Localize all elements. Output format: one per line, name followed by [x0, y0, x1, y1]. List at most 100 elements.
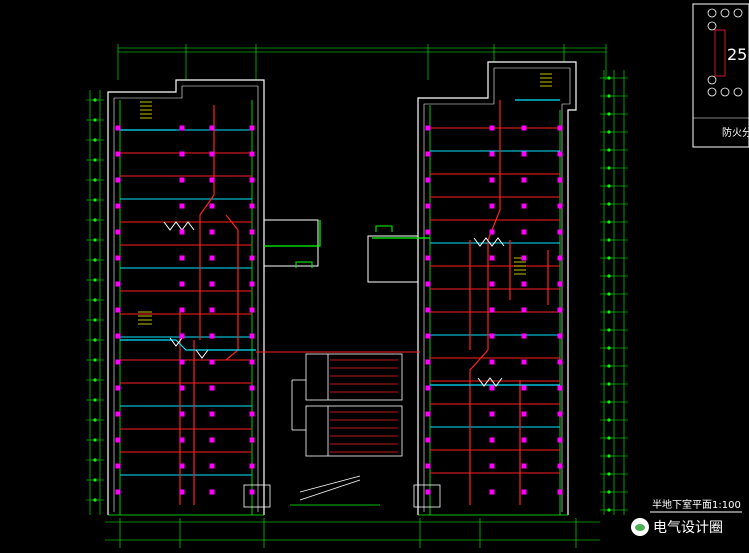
axis-node — [607, 274, 611, 278]
schedule-table-rows — [330, 359, 398, 453]
device-marker — [209, 489, 215, 495]
device-marker — [249, 463, 255, 469]
device-marker — [425, 437, 431, 443]
device-marker — [249, 203, 255, 209]
side-panel-label: 防火分 — [722, 126, 749, 139]
right-axis-ticks — [600, 76, 628, 512]
device-marker — [557, 307, 563, 313]
device-marker — [179, 203, 185, 209]
device-marker — [179, 255, 185, 261]
axis-node — [607, 256, 611, 260]
axis-node — [93, 398, 97, 402]
axis-node — [93, 458, 97, 462]
axis-node — [93, 358, 97, 362]
device-marker — [115, 359, 121, 365]
axis-node — [93, 178, 97, 182]
axis-node — [607, 148, 611, 152]
device-marker — [179, 463, 185, 469]
device-marker — [489, 281, 495, 287]
axis-node — [93, 418, 97, 422]
device-marker — [249, 437, 255, 443]
svg-text:25: 25 — [727, 45, 747, 64]
axis-node — [607, 166, 611, 170]
device-marker — [557, 151, 563, 157]
device-marker — [489, 151, 495, 157]
axis-node — [607, 400, 611, 404]
device-marker — [425, 333, 431, 339]
stair-symbols — [138, 73, 552, 325]
device-marker — [209, 281, 215, 287]
axis-node — [93, 98, 97, 102]
connecting-corridor — [256, 219, 430, 353]
axis-node — [607, 94, 611, 98]
device-marker — [249, 359, 255, 365]
axis-node — [607, 364, 611, 368]
left-building-outline — [107, 79, 265, 515]
device-marker — [115, 411, 121, 417]
drawing-title-text: 半地下室平面1:100 — [652, 498, 741, 511]
device-marker — [209, 359, 215, 365]
device-markers — [115, 125, 563, 495]
device-marker — [557, 255, 563, 261]
right-dimension-chain — [603, 70, 625, 515]
axis-node — [607, 346, 611, 350]
axis-node — [93, 338, 97, 342]
device-marker — [179, 437, 185, 443]
axis-node — [93, 118, 97, 122]
device-marker — [249, 411, 255, 417]
device-marker — [115, 229, 121, 235]
axis-node — [93, 158, 97, 162]
top-dimension-chain — [117, 44, 607, 80]
device-marker — [249, 489, 255, 495]
device-marker — [521, 411, 527, 417]
device-marker — [489, 307, 495, 313]
device-marker — [521, 489, 527, 495]
device-marker — [489, 255, 495, 261]
device-marker — [557, 177, 563, 183]
device-marker — [425, 177, 431, 183]
device-marker — [115, 125, 121, 131]
device-marker — [489, 125, 495, 131]
device-marker — [557, 411, 563, 417]
left-lighting-runs — [120, 129, 252, 476]
device-marker — [115, 151, 121, 157]
device-marker — [249, 229, 255, 235]
bottom-dimension-chain — [105, 518, 600, 548]
axis-node — [93, 258, 97, 262]
device-marker — [115, 177, 121, 183]
device-marker — [521, 359, 527, 365]
axis-node — [607, 238, 611, 242]
device-marker — [179, 385, 185, 391]
axis-node — [607, 310, 611, 314]
device-marker — [115, 333, 121, 339]
axis-node — [607, 202, 611, 206]
device-marker — [115, 203, 121, 209]
device-marker — [249, 281, 255, 287]
axis-node — [607, 184, 611, 188]
device-marker — [179, 229, 185, 235]
device-marker — [521, 333, 527, 339]
device-marker — [557, 437, 563, 443]
device-marker — [209, 177, 215, 183]
device-marker — [425, 229, 431, 235]
device-marker — [209, 385, 215, 391]
device-marker — [179, 125, 185, 131]
device-marker — [179, 489, 185, 495]
watermark: 电气设计圈 — [627, 515, 727, 539]
axis-node — [607, 490, 611, 494]
device-marker — [115, 437, 121, 443]
right-building-outline — [417, 61, 577, 515]
device-marker — [179, 359, 185, 365]
device-marker — [425, 411, 431, 417]
device-marker — [521, 437, 527, 443]
device-marker — [179, 151, 185, 157]
device-marker — [209, 411, 215, 417]
axis-node — [93, 378, 97, 382]
device-marker — [249, 255, 255, 261]
distribution-schedule-tables — [291, 353, 403, 457]
axis-node — [607, 130, 611, 134]
right-lighting-runs — [430, 127, 560, 474]
axis-node — [607, 292, 611, 296]
panel-symbols — [163, 221, 505, 387]
